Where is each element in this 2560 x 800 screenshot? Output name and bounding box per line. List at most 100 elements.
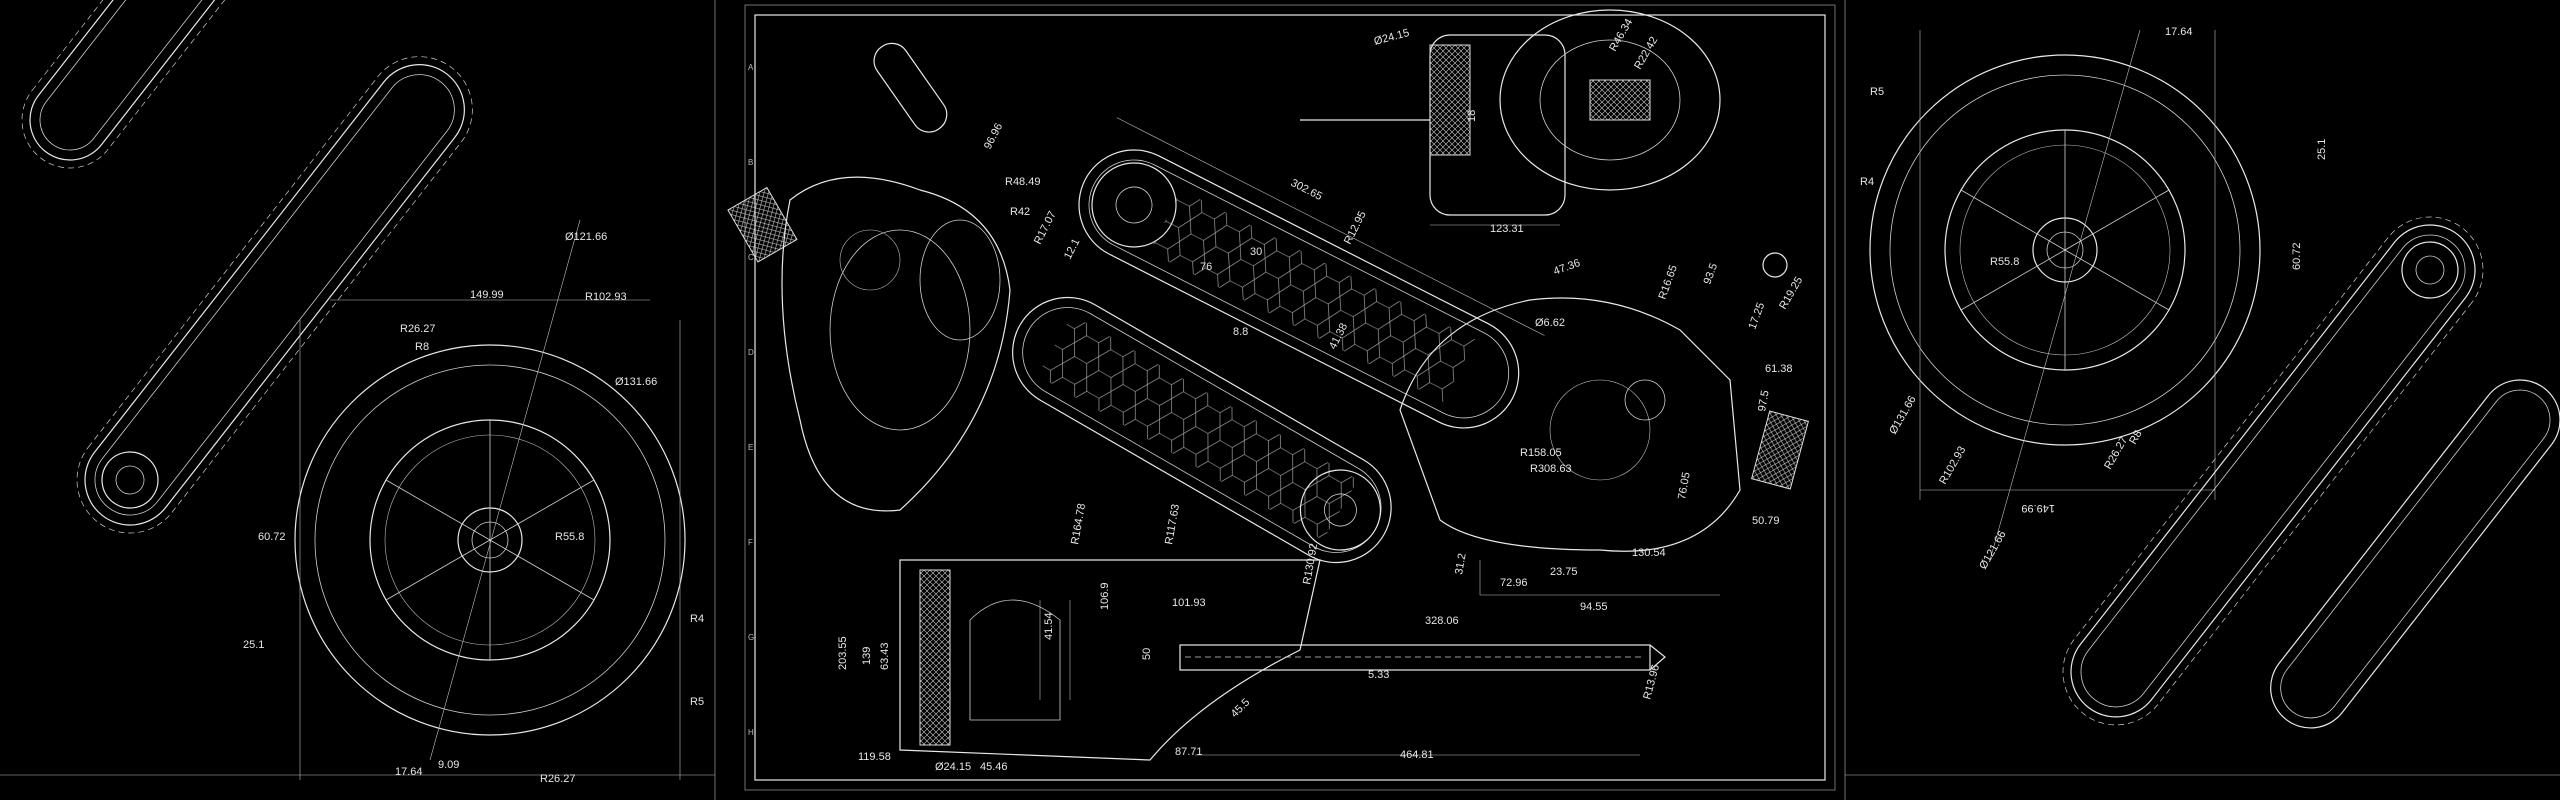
frame-row-ticks: A B C D E F G H	[748, 63, 754, 737]
dim-label: 328.06	[1425, 615, 1459, 627]
dim-label: 76.05	[1676, 471, 1693, 500]
dim-label: 5.33	[1368, 669, 1389, 681]
left-dimension-labels: 149.99 R26.27 R8 R102.93 Ø121.66 Ø131.66…	[243, 231, 704, 785]
dim-label: R16.65	[1657, 264, 1680, 301]
dim-label: 123.31	[1490, 223, 1524, 235]
dim-label: R42	[1010, 206, 1030, 218]
dim-label: 203.55	[837, 636, 849, 670]
dim-label: Ø121.66	[565, 231, 607, 243]
dim-label: R55.8	[1990, 256, 2019, 268]
right-chain-bar-2	[2270, 379, 2560, 729]
dim-label: 17.64	[2165, 26, 2193, 38]
dim-label: R117.63	[1163, 503, 1182, 545]
dim-label: 45.5	[1229, 696, 1253, 720]
dim-label: 17.25	[1747, 301, 1768, 331]
dim-label: R55.8	[555, 531, 584, 543]
left-sprocket	[294, 219, 686, 780]
dim-label: 18	[1466, 110, 1478, 122]
dim-label: 45.46	[980, 761, 1008, 773]
dim-label: 41.54	[1043, 612, 1055, 640]
row-tick: H	[748, 728, 754, 737]
dim-label: R17.07	[1032, 209, 1059, 246]
dim-label: R158.05	[1520, 447, 1562, 459]
dim-label: Ø24.15	[935, 761, 971, 773]
dim-label: 50	[1141, 648, 1153, 660]
dim-label: R19.25	[1777, 275, 1805, 312]
row-tick: D	[748, 348, 754, 357]
dim-label: 25.1	[243, 639, 264, 651]
dim-label: 97.5	[1756, 389, 1772, 412]
dim-label: 119.58	[858, 751, 891, 763]
dim-label: Ø121.66	[1977, 529, 2008, 572]
dim-label: R4	[690, 613, 704, 625]
dim-label: R308.63	[1530, 463, 1572, 475]
dim-label: 12.1	[1062, 237, 1082, 262]
center-saw-bar	[1012, 296, 1392, 564]
dim-label: 9.09	[438, 759, 459, 771]
dim-label: R5	[690, 696, 704, 708]
dim-label: 61.38	[1765, 363, 1793, 375]
dim-label: Ø6.62	[1535, 317, 1565, 329]
dim-label: R26.27	[540, 773, 575, 785]
drawing-frame	[754, 14, 1826, 781]
dim-label: 87.71	[1175, 746, 1203, 758]
dim-label: 60.72	[258, 531, 286, 543]
dim-label: 93.5	[1702, 262, 1721, 286]
top-saw-bar	[1078, 117, 1545, 429]
dim-label: R48.49	[1005, 176, 1040, 188]
row-tick: A	[748, 63, 754, 72]
dim-label: 17.64	[395, 766, 423, 778]
dim-label: 25.1	[2316, 139, 2328, 160]
right-chain-bar-1	[2062, 216, 2484, 726]
row-tick: E	[748, 443, 753, 452]
dim-label: 8.8	[1233, 326, 1248, 338]
dim-label: 72.96	[1500, 577, 1528, 589]
dim-label: 130.54	[1632, 547, 1666, 559]
chainsaw-body-left	[727, 42, 1011, 512]
bottom-blade	[1179, 644, 1666, 756]
dim-label: R22.42	[1632, 35, 1660, 72]
left-panel: 149.99 R26.27 R8 R102.93 Ø121.66 Ø131.66…	[0, 0, 716, 800]
dim-label: R8	[2127, 428, 2144, 446]
dim-label: Ø131.66	[615, 376, 657, 388]
bottom-handle-section	[899, 559, 1321, 761]
dim-label: 464.81	[1400, 749, 1434, 761]
dim-label: 149.99	[470, 289, 504, 301]
dim-label: 94.55	[1580, 601, 1608, 613]
dim-label: 139	[861, 647, 873, 665]
row-tick: G	[748, 633, 754, 642]
drawing-frame-outer	[744, 4, 1836, 791]
dim-label: R5	[1870, 86, 1884, 98]
row-tick: B	[748, 158, 753, 167]
center-dimension-labels: 302.65 96.96 R48.49 R42 R17.07 12.1 30 4…	[837, 17, 1805, 773]
right-sprocket	[1869, 29, 2261, 561]
dim-label: 101.93	[1172, 597, 1206, 609]
right-panel: R5 R4 17.64 R55.8 R26.27 60.72 25.1 Ø131…	[1844, 0, 2560, 800]
dim-label: Ø24.15	[1373, 27, 1411, 48]
left-chain-bar-2	[76, 56, 473, 534]
dim-label: R102.93	[585, 291, 627, 303]
dim-label: R12.95	[1342, 209, 1369, 246]
dim-label: 96.96	[982, 121, 1005, 151]
dim-label: R26.27	[400, 323, 435, 335]
dim-label: 302.65	[1289, 177, 1324, 203]
handle-top-view	[1300, 9, 1721, 226]
center-panel: A B C D E F G H	[727, 4, 1836, 791]
right-dimension-labels: R5 R4 17.64 R55.8 R26.27 60.72 25.1 Ø131…	[1860, 26, 2328, 572]
dim-label: 60.72	[2291, 242, 2303, 270]
left-chain-bar-1	[21, 0, 304, 169]
dim-label: R102.93	[1937, 444, 1968, 486]
row-tick: C	[748, 253, 754, 262]
dim-label: 106.9	[1099, 582, 1111, 610]
dim-label: R46.34	[1607, 17, 1635, 54]
row-tick: F	[748, 538, 753, 547]
dim-label: R164.78	[1069, 502, 1088, 545]
chainsaw-body-right	[1399, 252, 1809, 596]
dim-label: 30	[1250, 246, 1262, 258]
dim-label: Ø131.66	[1887, 394, 1918, 437]
dim-label: 47.36	[1552, 257, 1582, 278]
dim-label: 50.79	[1752, 515, 1780, 527]
dim-label: 31.2	[1453, 552, 1469, 575]
